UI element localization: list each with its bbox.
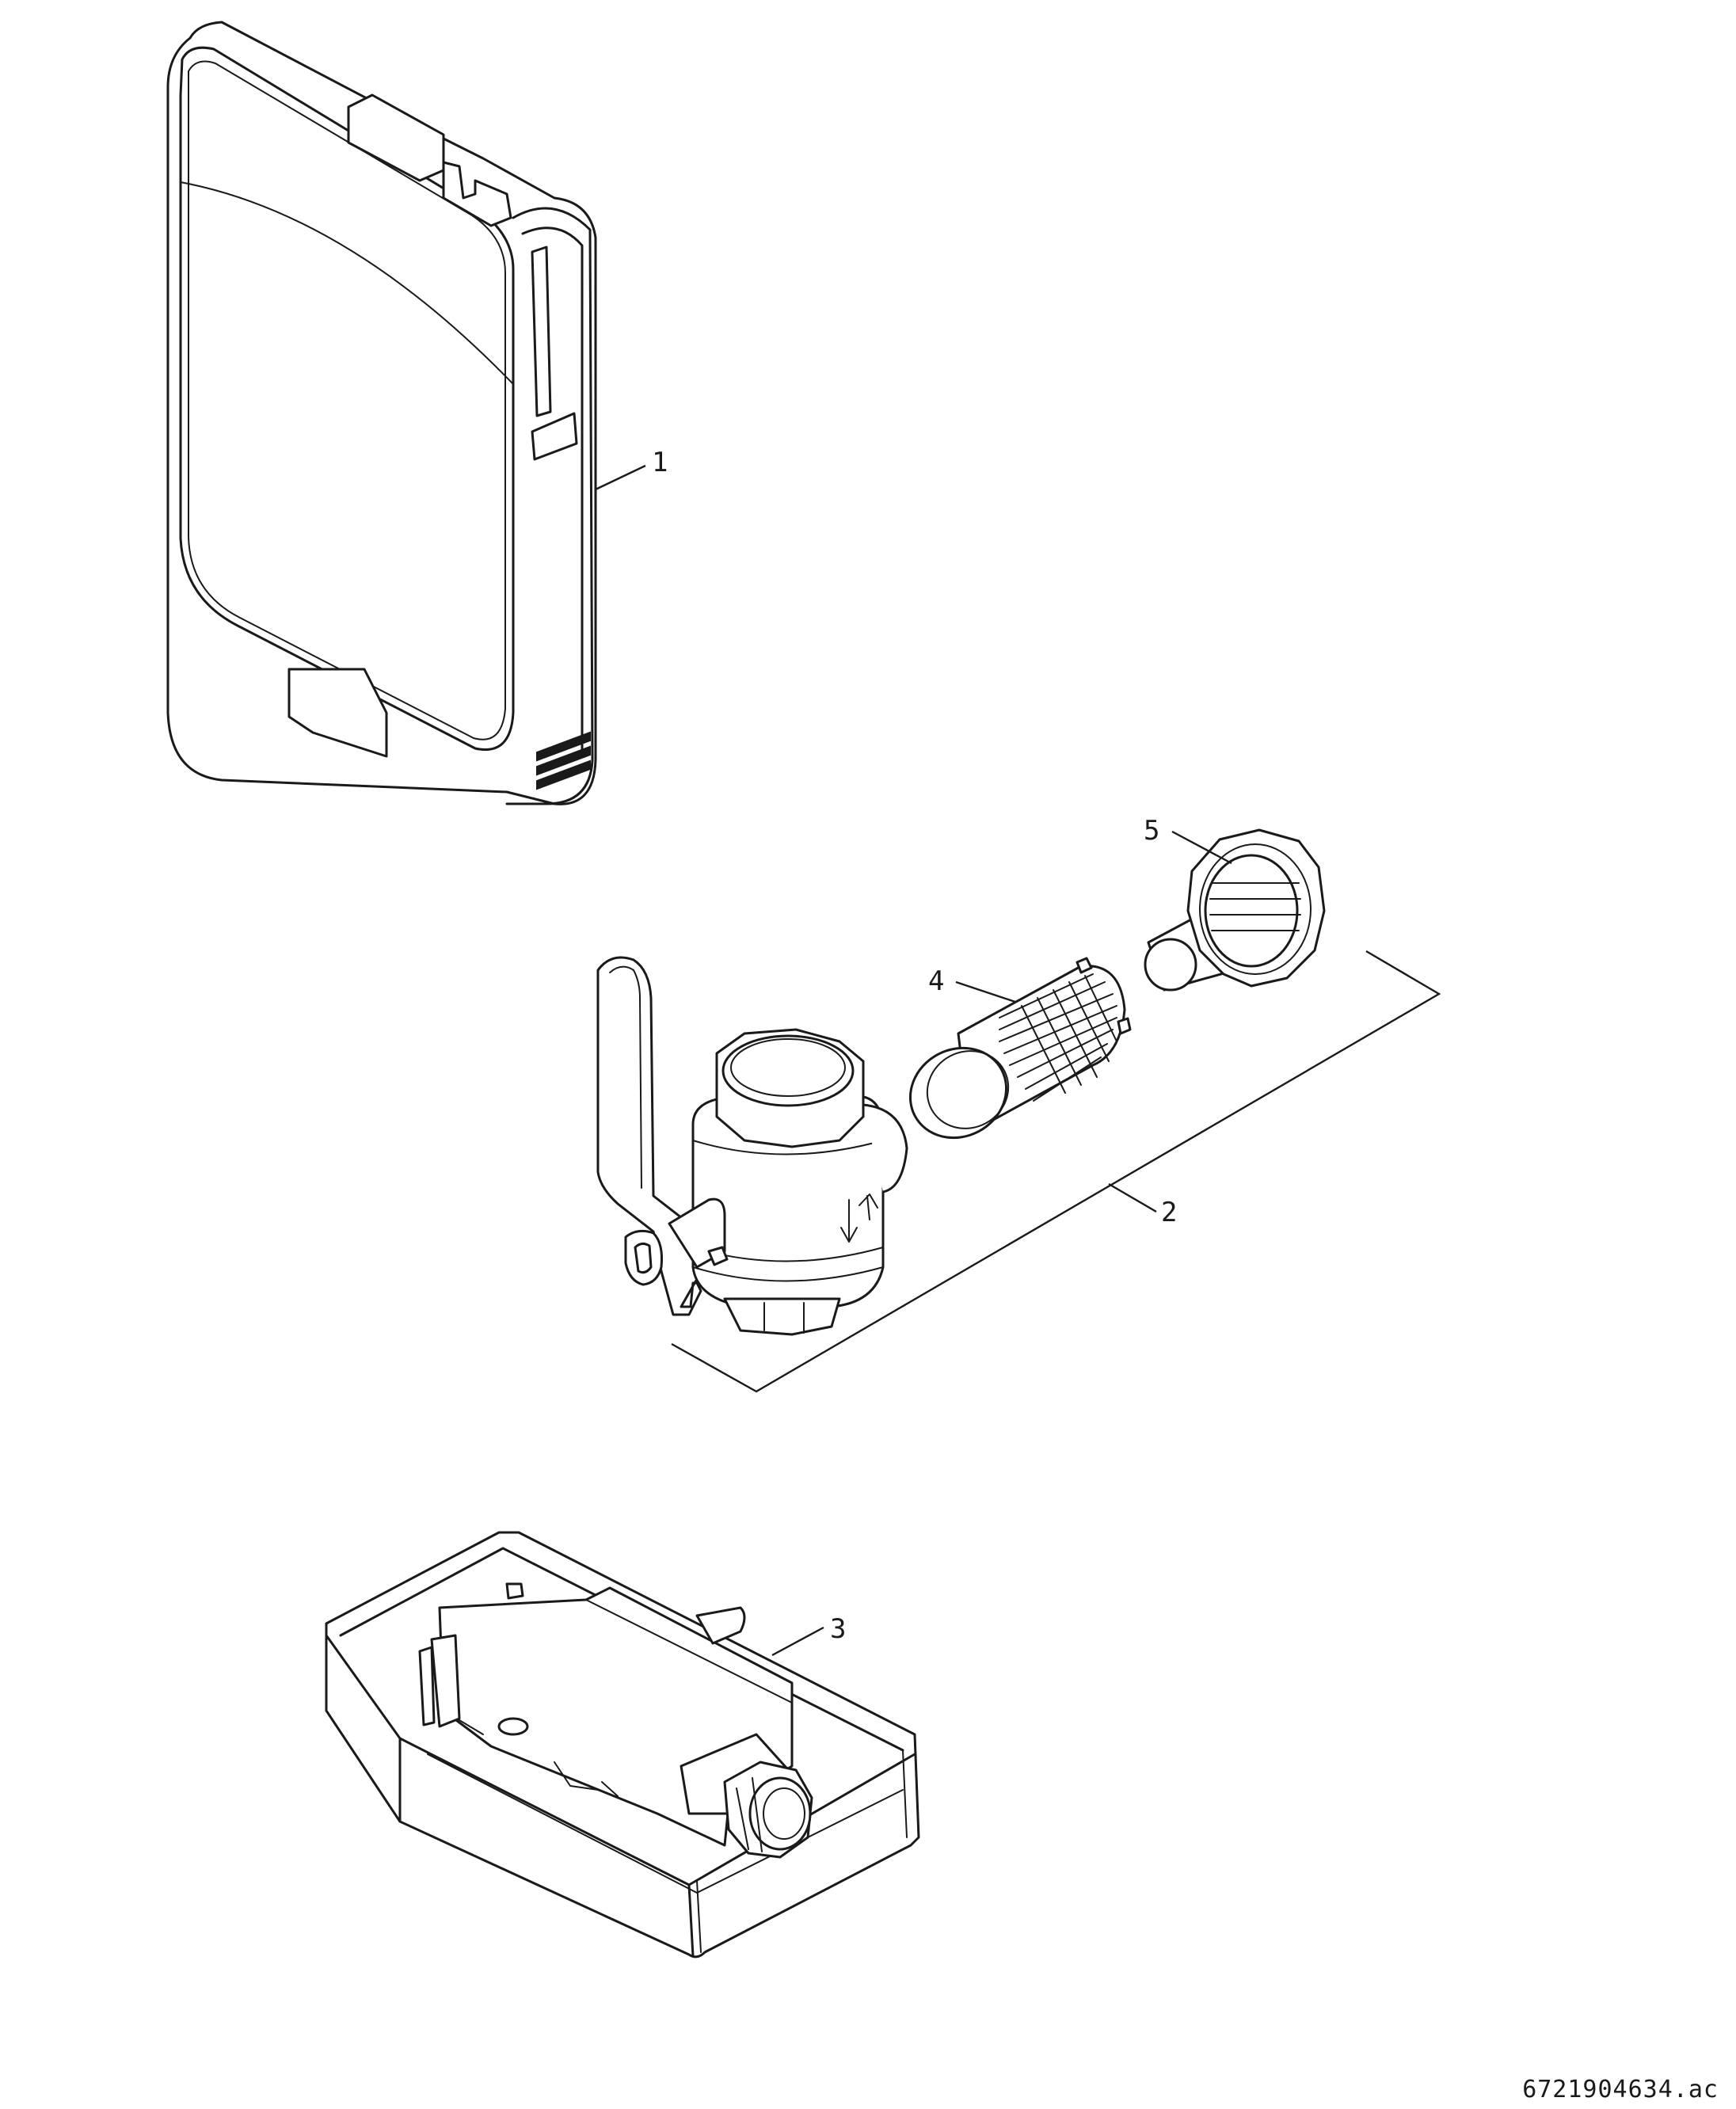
callout-3: 3 [830, 1613, 846, 1645]
leader-5 [1171, 830, 1232, 865]
document-id: 6721904634.ac [1522, 2076, 1719, 2103]
callout-2: 2 [1161, 1197, 1177, 1228]
control-unit-icon [166, 21, 597, 805]
callout-5: 5 [1144, 815, 1159, 847]
leader-3 [771, 1626, 824, 1657]
leader-1 [595, 464, 646, 491]
leader-2 [1108, 1182, 1157, 1213]
callout-4: 4 [928, 965, 944, 997]
ball-valve-assembly-icon [596, 956, 908, 1336]
strainer-filter-icon [908, 957, 1132, 1140]
leader-4 [955, 980, 1016, 1003]
callout-1: 1 [652, 447, 668, 478]
union-nut-icon [1144, 828, 1326, 992]
mounting-box-icon [325, 1531, 920, 1959]
part-2-group-bracket [671, 950, 1441, 1393]
